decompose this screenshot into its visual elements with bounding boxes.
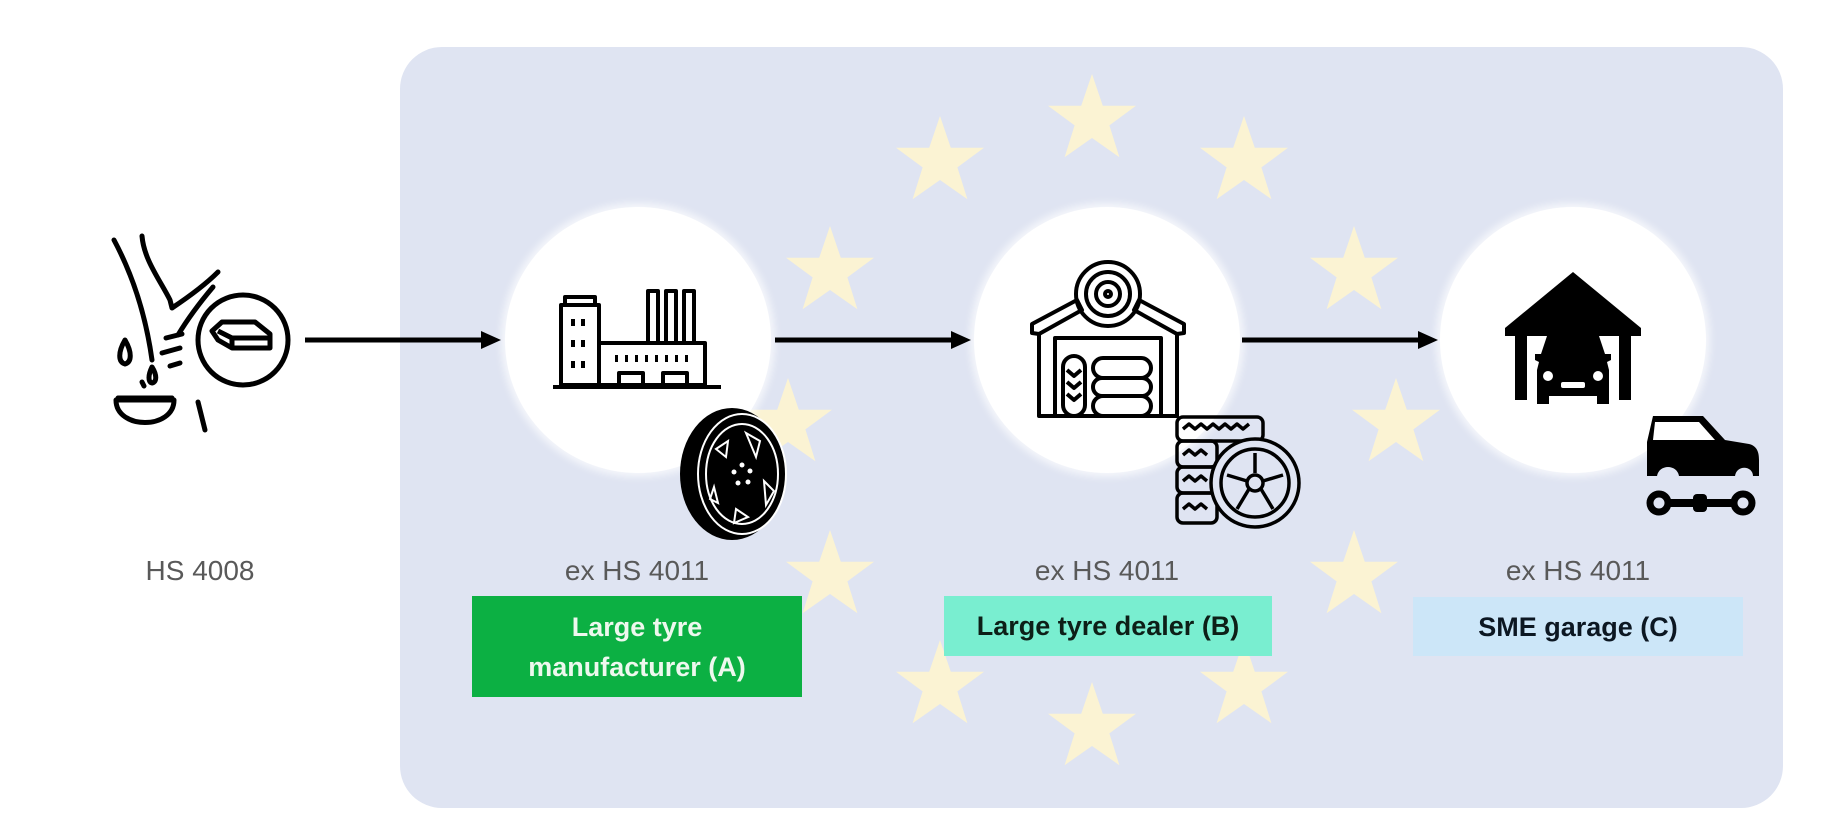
arrow-right-icon [1242,331,1438,349]
tyre-stack-icon [1175,415,1301,529]
role-label: Large tyre dealer (B) [976,611,1240,641]
factory-icon [553,289,721,389]
rubber-tree-latex-icon [111,233,291,433]
node-a-hs-code: ex HS 4011 [564,555,710,586]
source-hs-code: HS 4008 [145,555,255,586]
node-b-hs-code: ex HS 4011 [1034,555,1180,586]
arrow-right-icon [305,331,501,349]
role-label: SME garage (C) [1478,611,1678,642]
role-label-line2: manufacturer (A) [528,651,746,682]
role-box-manufacturer: Large tyre manufacturer (A) [472,596,802,697]
role-box-garage: SME garage (C) [1413,597,1743,656]
tyre-wheel-icon [680,408,787,540]
arrow-right-icon [775,331,971,349]
role-label-line1: Large tyre [571,611,703,642]
role-box-dealer: Large tyre dealer (B) [944,596,1272,656]
car-body-chassis-icon [1646,416,1759,516]
tyre-warehouse-icon [1030,260,1186,418]
node-c-hs-code: ex HS 4011 [1505,555,1651,586]
car-garage-icon [1505,272,1641,404]
rubber-block-icon [195,292,291,388]
